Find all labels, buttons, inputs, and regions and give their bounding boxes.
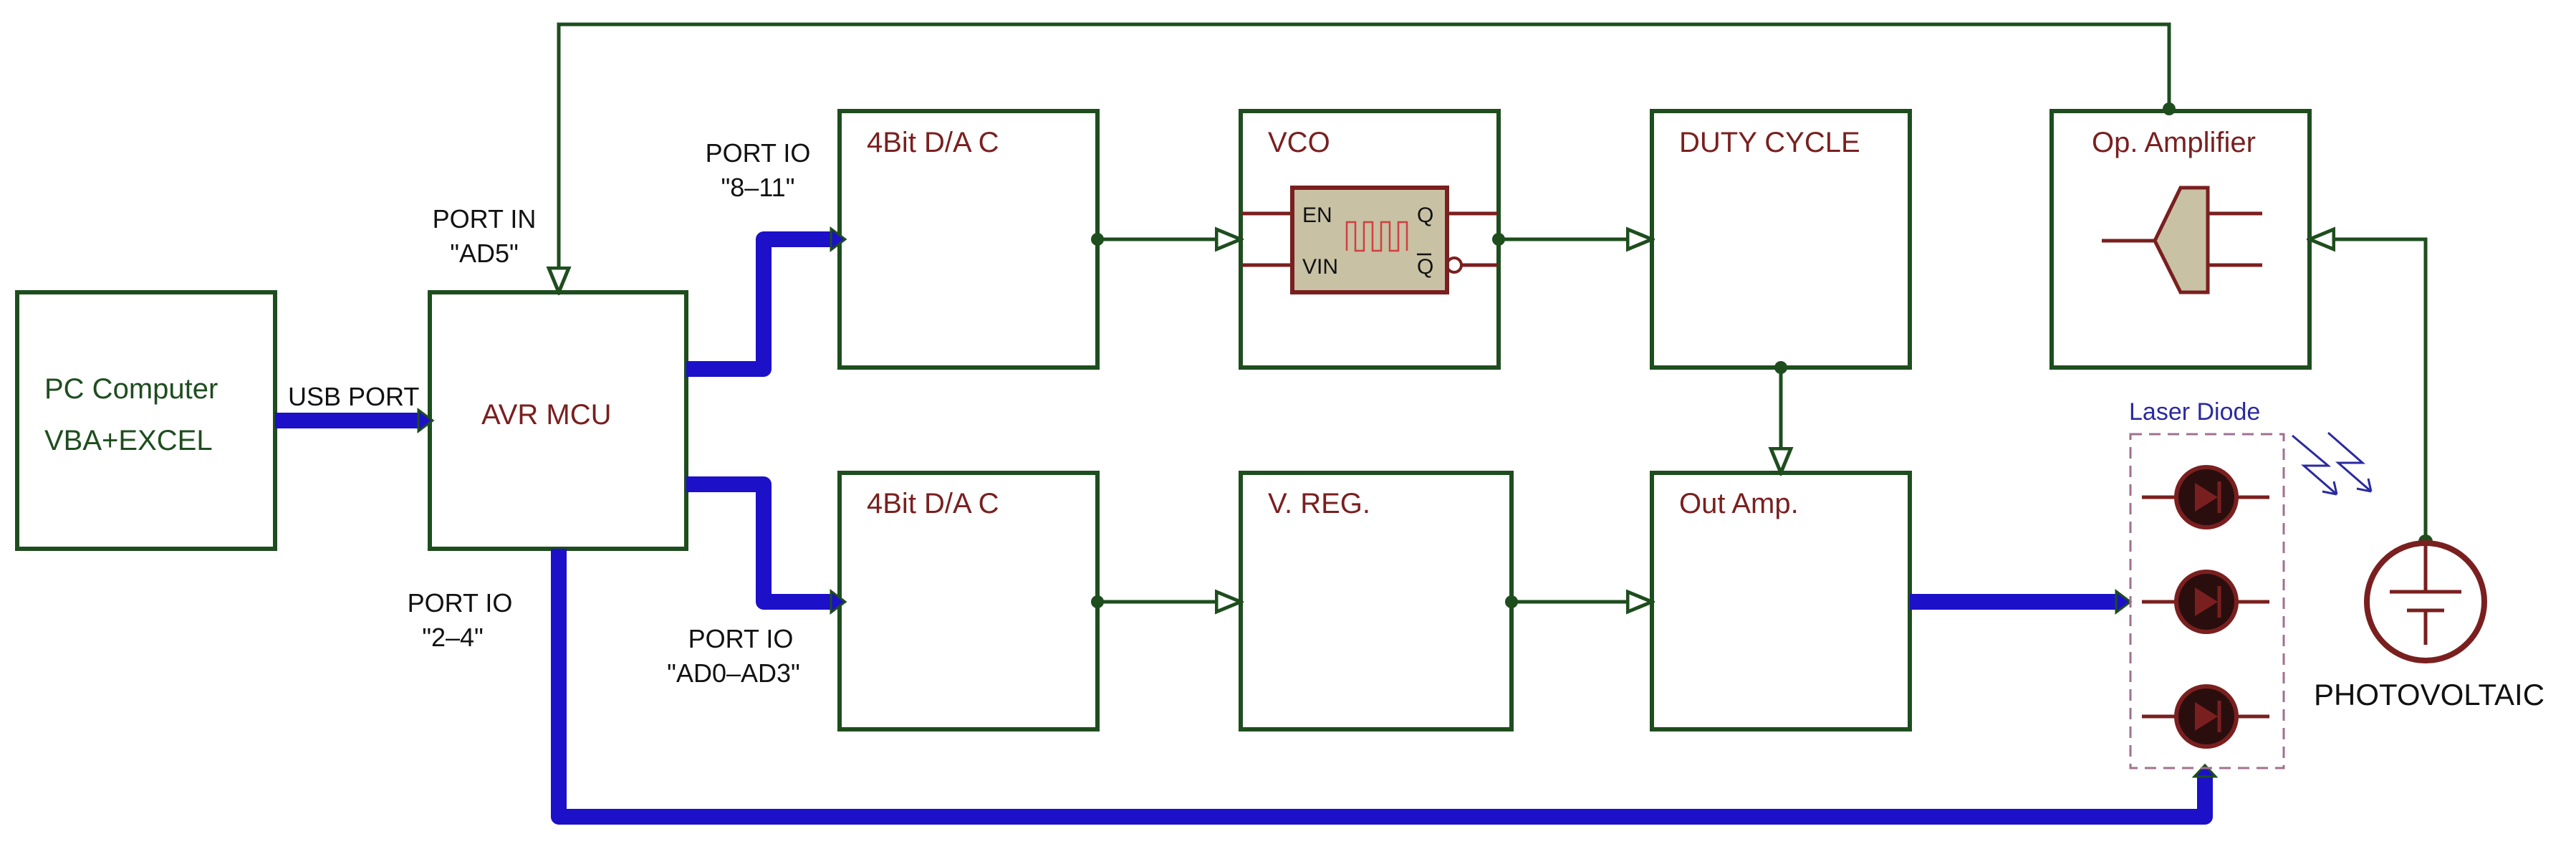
op-amp-symbol-icon (2102, 186, 2262, 294)
vco-block: VCO EN VIN Q Q (1239, 109, 1501, 370)
voltage-regulator-block: V. REG. (1239, 471, 1514, 731)
laser-diode-label: Laser Diode (2129, 398, 2260, 426)
pc-title-line2: VBA+EXCEL (44, 425, 213, 456)
laser-diode-icon (2142, 465, 2269, 529)
vreg-title: V. REG. (1268, 488, 1370, 519)
port-io-mid-label-line1: PORT IO (688, 624, 794, 653)
pc-computer-block: PC Computer VBA+EXCEL (15, 290, 277, 551)
vco-pin-vin: VIN (1302, 255, 1338, 279)
outamp-title: Out Amp. (1679, 488, 1799, 519)
bus-mcu-laser (551, 549, 2213, 825)
laser-diode-icon (2142, 684, 2269, 749)
laser-diode-icon (2142, 570, 2269, 634)
op-amplifier-block: Op. Amplifier (2049, 109, 2312, 370)
bus-mcu-dac-bottom (686, 476, 835, 610)
photovoltaic-label: PHOTOVOLTAIC (2314, 678, 2544, 711)
mcu-title: AVR MCU (481, 399, 611, 431)
dac-top-title: 4Bit D/A C (867, 127, 999, 158)
dac-top-block: 4Bit D/A C (837, 109, 1100, 370)
pc-title-line1: PC Computer (44, 373, 218, 405)
port-io-mid-label-line2: "AD0–AD3" (667, 658, 800, 688)
out-amp-block: Out Amp. (1650, 471, 1912, 731)
feedback-wire (559, 22, 2171, 291)
dac-bottom-title: 4Bit D/A C (867, 488, 999, 519)
avr-mcu-block: AVR MCU (428, 290, 688, 551)
bus-mcu-dac-top (686, 231, 835, 377)
duty-title: DUTY CYCLE (1679, 127, 1860, 158)
port-in-label-line2: "AD5" (450, 239, 519, 268)
vco-pin-q: Q (1417, 203, 1433, 227)
port-io-top-label-line2: "8–11" (721, 173, 795, 202)
port-in-label-line1: PORT IN (433, 204, 537, 234)
dac-bottom-block: 4Bit D/A C (837, 471, 1100, 731)
bus-tips (417, 226, 2219, 778)
port-io-low-label-line1: PORT IO (408, 588, 513, 618)
port-io-low-label-line2: "2–4" (422, 623, 484, 652)
laser-diode-group: Laser Diode (2129, 398, 2285, 769)
usb-port-label: USB PORT (288, 382, 419, 411)
light-emission-icon (2292, 431, 2373, 496)
data-buses (275, 231, 2213, 825)
wire-pv-opamp (2311, 239, 2428, 542)
vco-chip-icon (1242, 186, 1497, 294)
photovoltaic-cell-icon (2364, 540, 2487, 663)
signal-wires (559, 22, 2428, 602)
duty-cycle-block: DUTY CYCLE (1650, 109, 1912, 370)
vco-pin-en: EN (1302, 203, 1332, 227)
opamp-title: Op. Amplifier (2092, 127, 2256, 158)
vco-pin-qbar: Q (1417, 255, 1433, 279)
vco-title: VCO (1268, 127, 1330, 158)
port-io-top-label-line1: PORT IO (706, 138, 811, 168)
